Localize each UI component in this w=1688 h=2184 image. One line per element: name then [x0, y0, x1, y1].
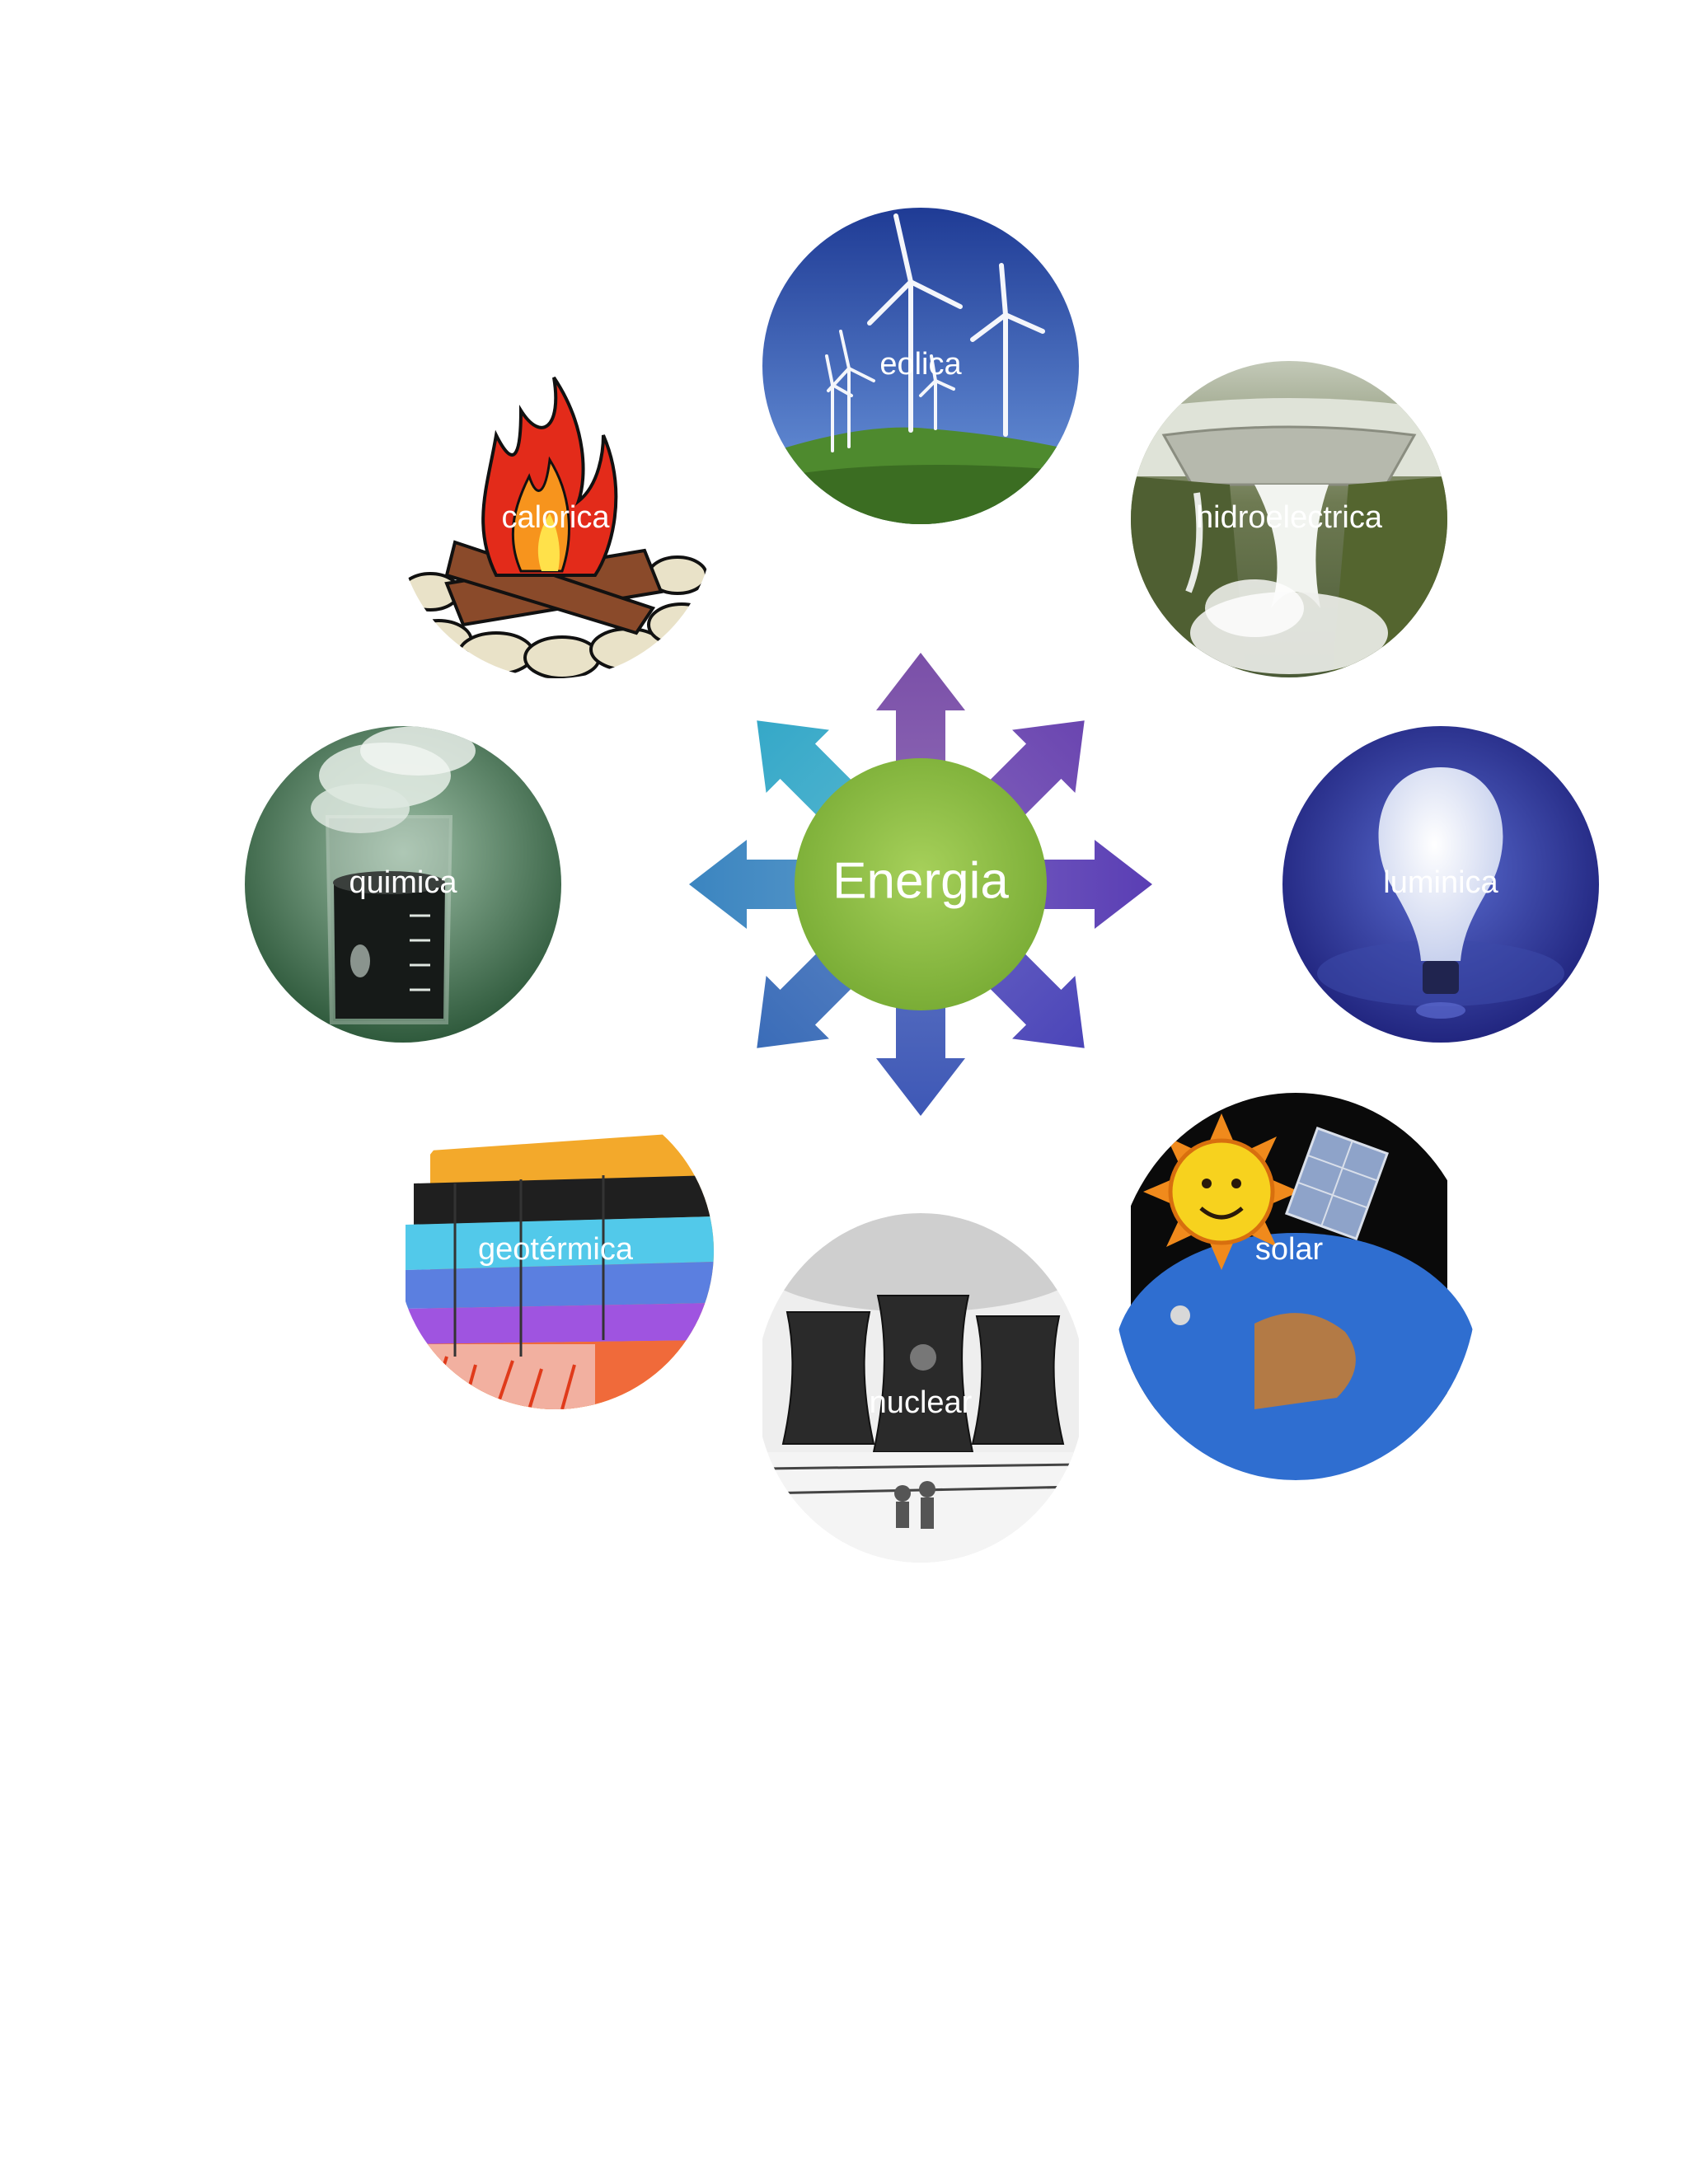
node-quimica	[245, 726, 561, 1043]
node-label-quimica: quimica	[349, 865, 458, 900]
node-hidroelectrica	[1131, 361, 1447, 677]
node-label-solar: solar	[1255, 1232, 1324, 1267]
node-solar	[1114, 1093, 1477, 1480]
arrow-group	[689, 653, 1152, 1116]
arrow-to-quimica	[689, 840, 813, 929]
node-luminica	[1282, 726, 1599, 1043]
node-label-geotermica: geotérmica	[478, 1232, 634, 1267]
node-label-calorica: calorica	[502, 500, 611, 535]
node-nuclear	[756, 1213, 1085, 1563]
center-node	[795, 758, 1047, 1010]
node-label-hidroelectrica: hidroelectrica	[1196, 500, 1383, 535]
arrow-to-eolica	[876, 653, 965, 776]
node-label-luminica: luminica	[1383, 865, 1498, 900]
node-label-nuclear: nuclear	[870, 1385, 973, 1420]
arrow-to-luminica	[1029, 840, 1152, 929]
node-calorica	[397, 361, 715, 678]
node-label-eolica: eolica	[879, 347, 962, 382]
center-label: Energia	[832, 852, 1009, 909]
arrow-to-nuclear	[876, 992, 965, 1116]
